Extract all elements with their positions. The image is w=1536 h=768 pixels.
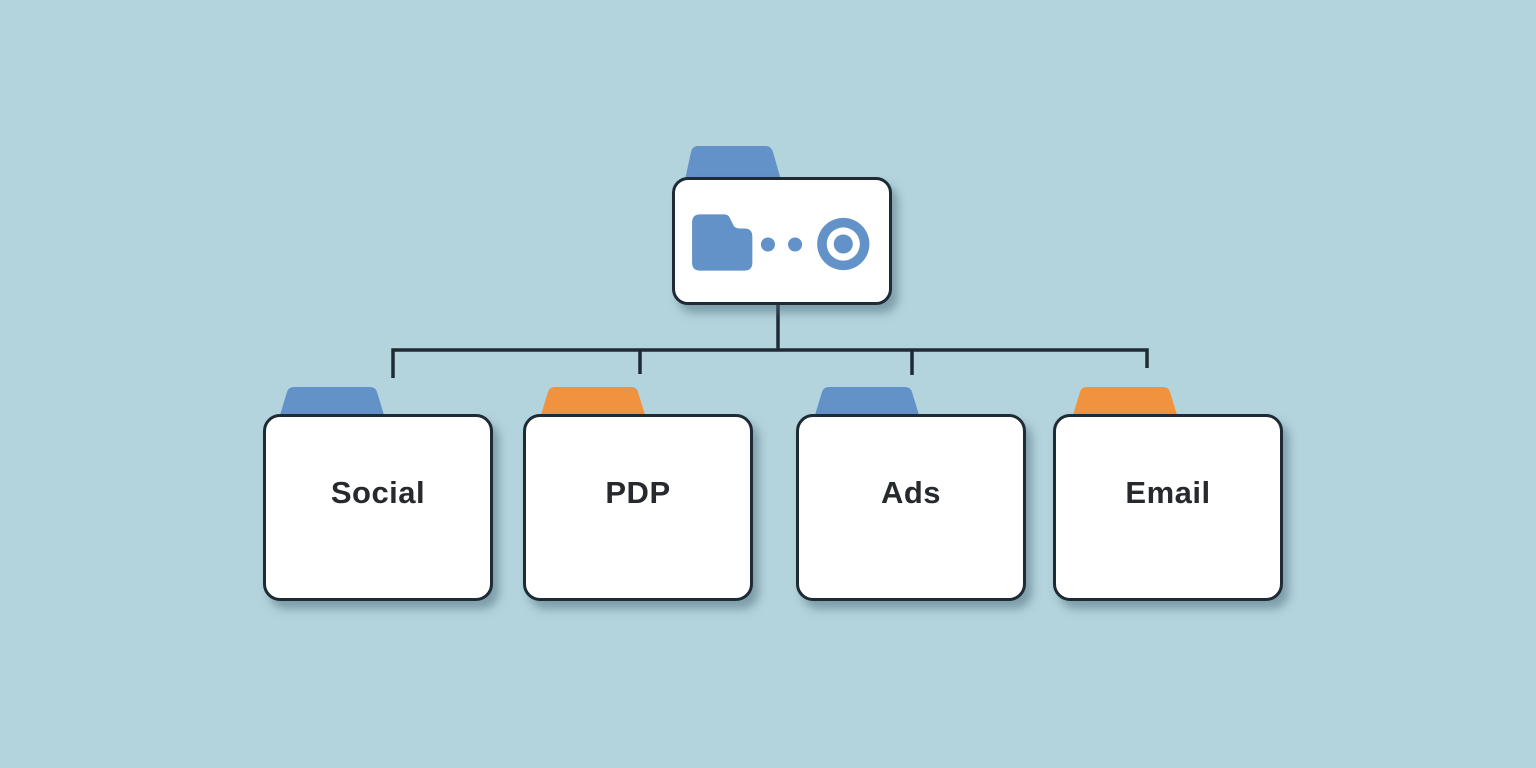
target-icon bbox=[817, 217, 870, 271]
folder-tab bbox=[280, 387, 384, 415]
root-folder-tab bbox=[685, 146, 781, 180]
folder-tab bbox=[541, 387, 645, 415]
folder-node-email: Email bbox=[1053, 387, 1283, 601]
root-folder-node bbox=[672, 146, 892, 306]
dots-icon bbox=[760, 237, 803, 252]
folder-node-ads: Ads bbox=[796, 387, 1026, 601]
folder-label: PDP bbox=[605, 475, 671, 510]
folder-node-pdp: PDP bbox=[523, 387, 753, 601]
folder-box: PDP bbox=[523, 414, 753, 601]
folder-node-social: Social bbox=[263, 387, 493, 601]
folder-box: Email bbox=[1053, 414, 1283, 601]
folder-box: Social bbox=[263, 414, 493, 601]
root-folder-box bbox=[672, 177, 892, 305]
folder-box: Ads bbox=[796, 414, 1026, 601]
folder-icon bbox=[692, 214, 753, 271]
folder-tab bbox=[1073, 387, 1177, 415]
folder-tab bbox=[815, 387, 919, 415]
folder-label: Email bbox=[1125, 475, 1211, 510]
connector-path bbox=[391, 304, 1149, 378]
folder-label: Social bbox=[330, 475, 426, 510]
folder-label: Ads bbox=[880, 475, 942, 510]
root-folder-icons bbox=[692, 214, 870, 271]
